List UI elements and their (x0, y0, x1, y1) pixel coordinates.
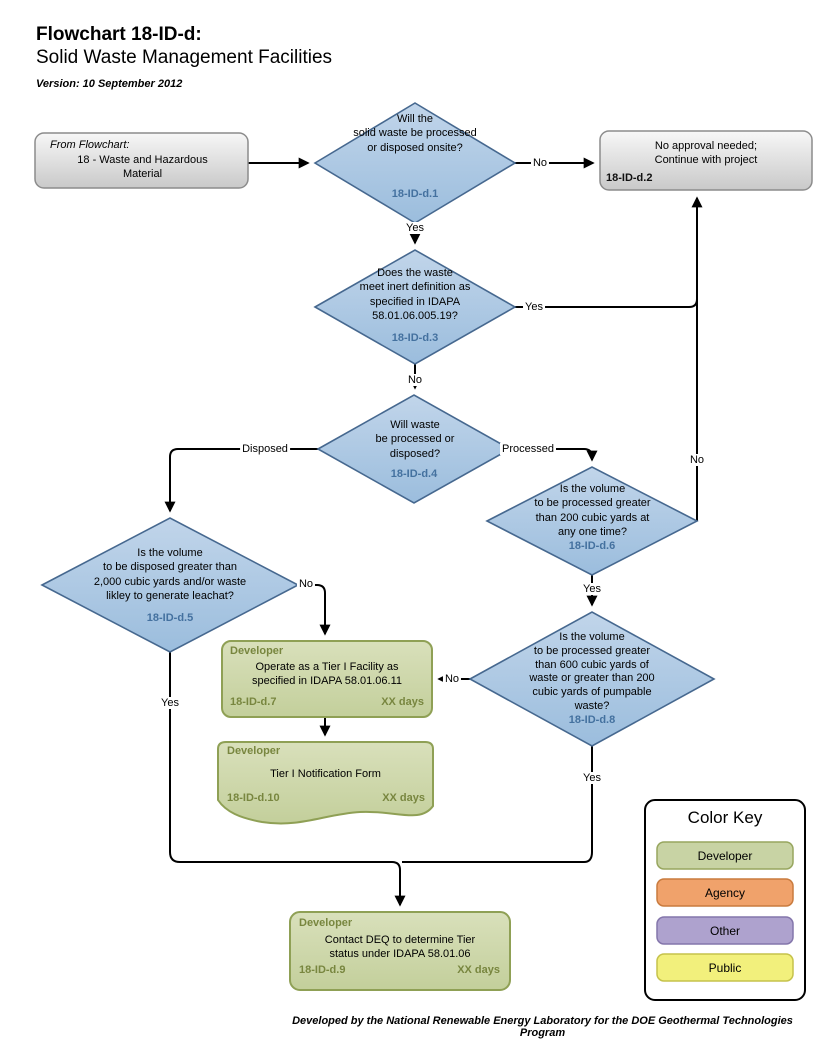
color-key-label-agency: Agency (704, 886, 746, 900)
process-d7-text: Operate as a Tier I Facility as specifie… (251, 661, 403, 688)
decision-d1-id: 18-ID-d.1 (391, 188, 439, 200)
page-title: Flowchart 18-ID-d: (36, 24, 202, 45)
diamond-18-id-d6-shape (485, 466, 699, 576)
decision-d8-id: 18-ID-d.8 (568, 714, 616, 726)
document-d10-text: Tier I Notification Form (270, 768, 381, 780)
edge-label-d6-yes: Yes (581, 583, 603, 595)
decision-d4-text: Will waste be processed or disposed? (375, 419, 455, 460)
edge-label-d4-processed: Processed (500, 443, 556, 455)
edge-label-d5-no: No (296, 578, 316, 590)
color-key-label-other: Other (709, 924, 740, 938)
color-key-swatch-agency (656, 878, 794, 907)
version-label: Version: 10 September 2012 (36, 78, 183, 90)
connector-group (164, 157, 703, 907)
process-d7-role: Developer (230, 645, 284, 657)
document-d10-duration: XX days (382, 792, 425, 804)
diamond-18-id-d3-shape (313, 249, 517, 365)
decision-d5-id: 18-ID-d.5 (146, 612, 194, 624)
edge-label-d4-disposed: Disposed (240, 443, 290, 455)
process-d9-id: 18-ID-d.9 (299, 964, 346, 976)
edge-label-d8-yes: Yes (581, 772, 603, 784)
edge-d4-processed-to-d6 (510, 448, 598, 462)
start-node-label: From Flowchart: (50, 139, 130, 151)
terminator-d2-id: 18-ID-d.2 (606, 172, 653, 184)
edge-label-d1-yes: Yes (404, 222, 426, 234)
edge-label-d8-no: No (442, 673, 462, 685)
terminator-start-shape (34, 132, 249, 189)
process-d7-duration: XX days (381, 696, 424, 708)
process-d9-duration: XX days (457, 964, 500, 976)
decision-d5-text: Is the volume to be disposed greater tha… (93, 547, 247, 602)
page-subtitle: Solid Waste Management Facilities (36, 47, 333, 68)
process-d9-text: Contact DEQ to determine Tier status und… (324, 934, 476, 961)
credit-line: Developed by the National Renewable Ener… (292, 1015, 793, 1039)
edge-d4-disposed-to-d5 (164, 448, 318, 513)
edge-label-d5-yes: Yes (159, 697, 181, 709)
terminator-d2-text: No approval needed; Continue with projec… (654, 140, 758, 167)
edge-label-d1-no: No (530, 157, 550, 169)
edge-d5-yes-to-d9 (169, 652, 406, 907)
color-key-label-public: Public (708, 961, 742, 975)
document-d10-id: 18-ID-d.10 (227, 792, 280, 804)
decision-d3-id: 18-ID-d.3 (391, 332, 439, 344)
color-key-title: Color Key (687, 808, 763, 827)
diamond-18-id-d8-shape (468, 611, 716, 747)
process-18-id-d9-shape (289, 911, 511, 991)
process-d9-role: Developer (299, 917, 353, 929)
process-18-id-d7-shape (221, 640, 433, 718)
decision-d8-text: Is the volume to be processed greater th… (529, 631, 655, 712)
color-key-swatch-public (656, 953, 794, 982)
edge-d5-no-to-d7 (298, 584, 331, 636)
decision-d3-text: Does the waste meet inert definition as … (359, 267, 471, 322)
document-18-id-d10-shape (217, 741, 434, 825)
decision-d6-id: 18-ID-d.6 (568, 540, 616, 552)
color-key-swatch-other (656, 916, 794, 945)
color-key-label-developer: Developer (697, 849, 753, 863)
document-d10-role: Developer (227, 745, 281, 757)
process-d7-id: 18-ID-d.7 (230, 696, 277, 708)
edge-label-d6-no: No (687, 454, 707, 466)
edge-d8-yes-join (402, 746, 593, 863)
edge-label-d3-yes: Yes (523, 301, 545, 313)
edge-label-d3-no: No (405, 374, 425, 386)
start-node-text: 18 - Waste and Hazardous Material (77, 154, 208, 181)
color-key-swatch-developer (656, 841, 794, 870)
decision-d1-text: Will the solid waste be processed or dis… (353, 113, 477, 154)
decision-d4-id: 18-ID-d.4 (390, 468, 438, 480)
diamond-18-id-d1-shape (313, 102, 517, 224)
terminator-18-id-d2-shape (599, 130, 813, 191)
decision-d6-text: Is the volume to be processed greater th… (534, 483, 651, 538)
